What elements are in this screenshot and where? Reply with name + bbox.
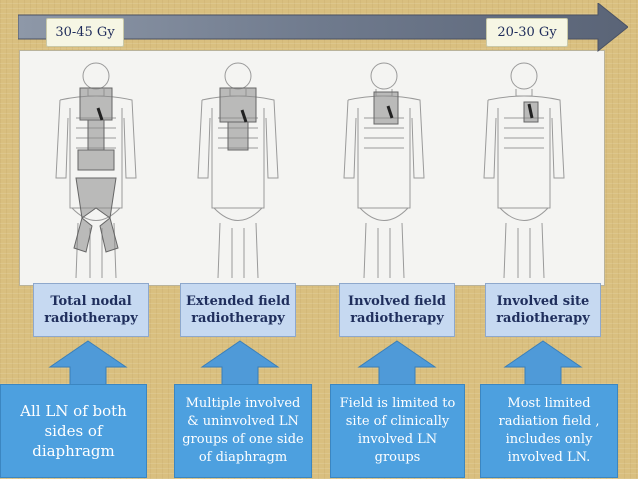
dose-label-low: 20-30 Gy	[486, 18, 568, 47]
desc-extended-field: Multiple involved & uninvolved LN groups…	[174, 384, 312, 478]
title-total-nodal: Total nodal radiotherapy	[33, 283, 149, 337]
title-involved-site: Involved site radiotherapy	[485, 283, 601, 337]
body-figure-total-nodal	[55, 62, 137, 279]
body-figure-involved-site	[483, 62, 565, 279]
title-involved-field: Involved field radiotherapy	[339, 283, 455, 337]
desc-involved-field: Field is limited to site of clinically i…	[330, 384, 465, 478]
desc-involved-site: Most limited radiation field , includes …	[480, 384, 618, 478]
title-extended-field: Extended field radiotherapy	[180, 283, 296, 337]
desc-total-nodal: All LN of both sides of diaphragm	[0, 384, 147, 478]
body-figure-involved-field	[343, 62, 425, 279]
body-figure-extended-field	[197, 62, 279, 279]
dose-label-high: 30-45 Gy	[46, 18, 124, 47]
